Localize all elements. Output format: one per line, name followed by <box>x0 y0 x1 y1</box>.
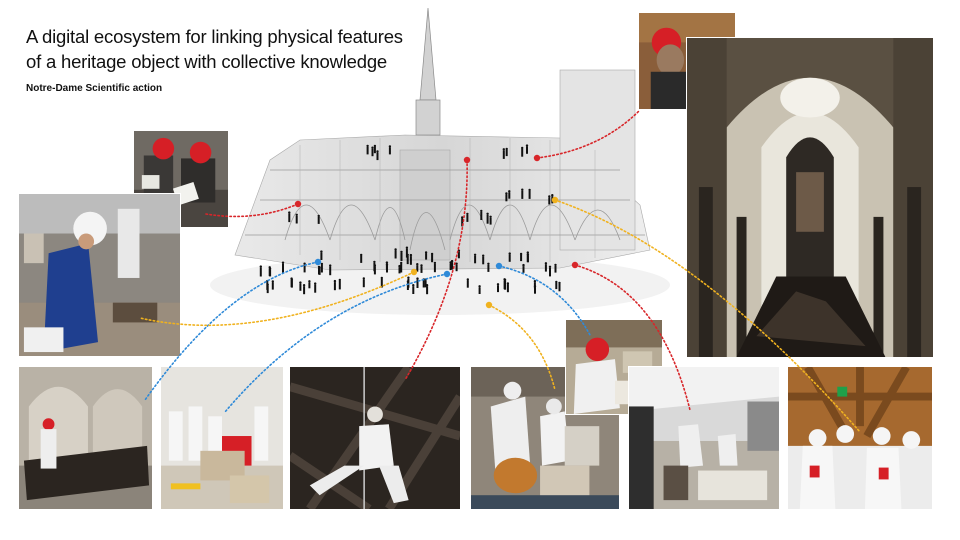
person-silhouette <box>455 262 458 272</box>
person-silhouette <box>416 277 419 288</box>
person-silhouette <box>362 277 365 288</box>
person-silhouette <box>461 216 464 227</box>
person-silhouette <box>478 285 481 294</box>
person-silhouette <box>394 248 397 259</box>
person-silhouette <box>521 188 524 199</box>
person-silhouette <box>548 265 552 277</box>
person-silhouette <box>420 264 423 273</box>
person-silhouette <box>548 195 551 205</box>
person-silhouette <box>360 253 363 263</box>
person-silhouette <box>303 262 306 273</box>
person-silhouette <box>424 251 428 260</box>
person-silhouette <box>302 284 306 295</box>
person-silhouette <box>482 254 485 265</box>
person-silhouette <box>290 278 294 288</box>
photo-roof-frame-team <box>787 366 933 510</box>
person-silhouette <box>508 190 511 199</box>
person-silhouette <box>412 284 415 294</box>
photo-worker-hardhat <box>18 193 181 357</box>
person-silhouette <box>318 266 321 275</box>
person-silhouette <box>422 278 425 288</box>
person-silhouette <box>320 262 324 273</box>
photo-tent-storage <box>628 366 780 510</box>
person-silhouette <box>371 146 374 157</box>
person-silhouette <box>433 261 437 273</box>
person-silhouette <box>373 144 377 154</box>
person-silhouette <box>400 261 403 273</box>
person-silhouette <box>489 215 492 225</box>
photo-stone-sorting <box>160 366 284 510</box>
person-silhouette <box>398 264 401 274</box>
person-silhouette <box>508 252 511 262</box>
person-silhouette <box>317 214 320 224</box>
title-line-2: of a heritage object with collective kno… <box>26 51 388 72</box>
person-silhouette <box>425 284 429 295</box>
person-silhouette <box>400 250 403 261</box>
person-silhouette <box>388 145 392 155</box>
person-silhouette <box>473 253 477 264</box>
person-silhouette <box>505 147 508 157</box>
title-line-1: A digital ecosystem for linking physical… <box>26 26 403 47</box>
person-silhouette <box>430 252 434 263</box>
person-silhouette <box>519 252 523 262</box>
person-silhouette <box>521 146 524 157</box>
person-silhouette <box>496 283 500 293</box>
person-silhouette <box>480 209 483 220</box>
page-subtitle: Notre-Dame Scientific action <box>26 83 163 94</box>
person-silhouette <box>380 276 383 288</box>
person-silhouette <box>528 188 531 199</box>
person-silhouette <box>333 279 337 291</box>
person-silhouette <box>329 264 332 276</box>
person-silhouette <box>376 150 379 161</box>
person-silhouette <box>525 144 529 154</box>
person-silhouette <box>409 253 413 265</box>
person-silhouette <box>288 211 291 223</box>
person-silhouette <box>338 278 341 290</box>
person-silhouette <box>466 278 469 288</box>
person-silhouette <box>505 192 508 202</box>
person-silhouette <box>314 282 317 293</box>
person-silhouette <box>281 261 285 273</box>
person-silhouette <box>533 285 537 294</box>
person-silhouette <box>506 282 510 293</box>
photo-nave-after-fire <box>686 37 934 358</box>
person-silhouette <box>320 250 323 260</box>
person-silhouette <box>406 253 409 265</box>
person-silhouette <box>373 264 377 275</box>
person-silhouette <box>544 262 548 272</box>
person-silhouette <box>487 262 490 272</box>
person-silhouette <box>271 280 274 290</box>
person-silhouette <box>416 263 419 272</box>
person-silhouette <box>449 261 452 271</box>
person-silhouette <box>366 144 369 155</box>
page-title: A digital ecosystem for linking physical… <box>26 24 403 74</box>
person-silhouette <box>503 278 507 290</box>
person-silhouette <box>554 263 557 273</box>
person-silhouette <box>299 281 302 291</box>
person-silhouette <box>266 283 269 294</box>
person-silhouette <box>308 280 311 289</box>
person-silhouette <box>486 212 489 224</box>
person-silhouette <box>558 281 561 292</box>
person-silhouette <box>259 265 262 277</box>
person-silhouette <box>295 213 298 224</box>
photo-charred-beams <box>18 366 153 510</box>
person-silhouette <box>406 280 410 290</box>
person-silhouette <box>551 194 554 204</box>
person-silhouette <box>385 263 389 273</box>
person-silhouette <box>268 267 272 277</box>
spire <box>415 7 441 136</box>
person-silhouette <box>466 212 469 222</box>
person-silhouette <box>526 253 530 263</box>
person-silhouette <box>555 280 558 290</box>
person-silhouette <box>522 263 525 273</box>
person-silhouette <box>502 148 505 159</box>
person-silhouette <box>457 249 461 259</box>
photo-rope-access <box>289 366 461 510</box>
